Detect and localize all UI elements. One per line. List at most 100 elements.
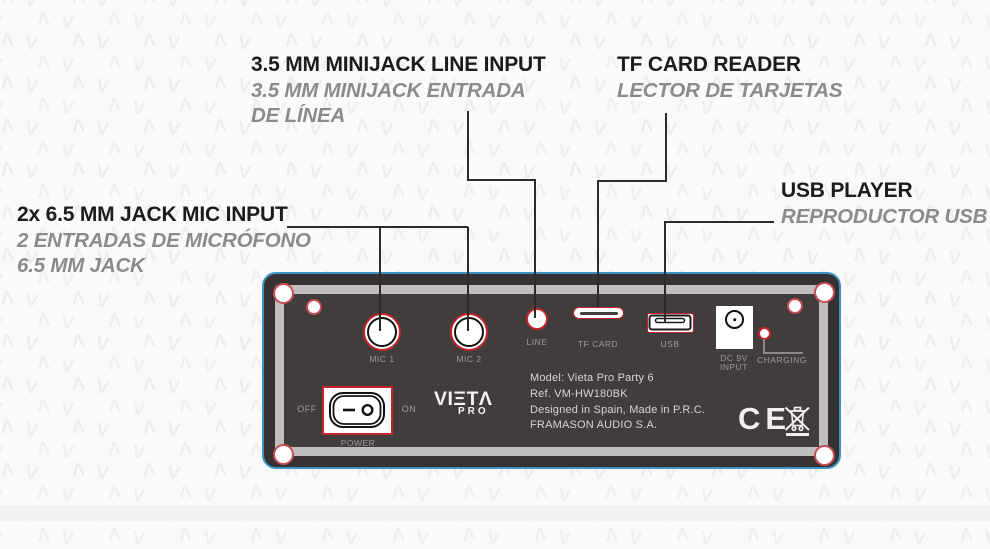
- watermark-glyph: V: [946, 333, 963, 356]
- watermark-glyph: V: [840, 10, 857, 34]
- watermark-glyph: V: [875, 247, 892, 270]
- usb-port: [647, 313, 694, 333]
- watermark-glyph: V: [94, 376, 111, 399]
- watermark-glyph: Λ: [213, 373, 228, 396]
- watermark-glyph: Λ: [0, 72, 15, 95]
- watermark-glyph: Λ: [36, 136, 51, 160]
- mic2-jack: [450, 313, 488, 351]
- mic1-jack: [363, 313, 401, 351]
- watermark-glyph: V: [201, 311, 218, 335]
- watermark-glyph: Λ: [213, 72, 228, 95]
- watermark-glyph: Λ: [107, 351, 122, 375]
- watermark-glyph: Λ: [604, 136, 619, 160]
- watermark-glyph: V: [556, 96, 573, 120]
- watermark-glyph: V: [59, 96, 76, 120]
- usb-port-glyph: [648, 314, 692, 331]
- watermark-glyph: Λ: [142, 29, 157, 52]
- watermark-glyph: V: [23, 75, 40, 98]
- watermark-glyph: Λ: [213, 0, 227, 9]
- usb-label: USB: [660, 339, 680, 349]
- screw-icon: [787, 298, 803, 314]
- ce-mark: CE: [738, 401, 792, 436]
- watermark-glyph: V: [591, 118, 608, 141]
- screw-icon: [272, 443, 294, 465]
- watermark-glyph: Λ: [426, 244, 441, 267]
- watermark-glyph: Λ: [284, 29, 299, 52]
- watermark-glyph: Λ: [107, 480, 122, 504]
- watermark-glyph: V: [414, 225, 431, 249]
- watermark-glyph: Λ: [71, 459, 86, 482]
- vieta-logo-sub: PRO: [458, 406, 489, 417]
- watermark-glyph: Λ: [142, 0, 156, 9]
- watermark-glyph: V: [201, 483, 218, 507]
- watermark-glyph: V: [591, 247, 608, 270]
- watermark-glyph: V: [840, 268, 857, 292]
- watermark-glyph: Λ: [923, 0, 937, 9]
- watermark-glyph: Λ: [568, 0, 582, 9]
- watermark-glyph: Λ: [107, 308, 122, 332]
- watermark-glyph: Λ: [107, 179, 122, 203]
- watermark-glyph: Λ: [604, 523, 619, 547]
- watermark-glyph: V: [130, 139, 147, 163]
- watermark-glyph: Λ: [142, 416, 157, 439]
- watermark-glyph: Λ: [36, 93, 51, 117]
- watermark-glyph: V: [982, 139, 990, 163]
- watermark-glyph: Λ: [852, 0, 866, 9]
- watermark-glyph: V: [698, 182, 715, 206]
- watermark-glyph: V: [59, 10, 76, 34]
- watermark-glyph: Λ: [426, 158, 441, 181]
- callout-line-input: 3.5 MM MINIJACK LINE INPUT 3.5 MM MINIJA…: [251, 52, 546, 129]
- watermark-glyph: V: [23, 161, 40, 184]
- watermark-glyph: Λ: [923, 29, 938, 52]
- watermark-glyph: V: [946, 75, 963, 98]
- watermark-glyph: Λ: [249, 523, 264, 547]
- watermark-glyph: V: [94, 118, 111, 141]
- power-label: POWER: [340, 438, 376, 448]
- watermark-glyph: V: [94, 290, 111, 313]
- line-jack: [526, 308, 548, 330]
- watermark-glyph: Λ: [36, 308, 51, 332]
- watermark-glyph: Λ: [36, 50, 51, 74]
- watermark-glyph: V: [911, 440, 928, 464]
- watermark-glyph: Λ: [710, 29, 725, 52]
- watermark-glyph: Λ: [852, 158, 867, 181]
- callout-subtitle: 6.5 MM JACK: [17, 254, 145, 277]
- vieta-logo-text: VIΞTΛ: [434, 388, 493, 410]
- watermark-glyph: Λ: [249, 7, 264, 31]
- watermark-glyph: V: [520, 32, 537, 55]
- watermark-glyph: Λ: [36, 480, 51, 504]
- watermark-glyph: Λ: [888, 351, 903, 375]
- watermark-glyph: Λ: [320, 480, 335, 504]
- watermark-glyph: V: [343, 182, 360, 206]
- watermark-glyph: V: [804, 118, 821, 141]
- watermark-glyph: V: [130, 397, 147, 421]
- watermark-glyph: Λ: [888, 265, 903, 289]
- watermark-glyph: V: [982, 354, 990, 378]
- watermark-glyph: V: [272, 139, 289, 163]
- watermark-glyph: Λ: [817, 480, 832, 504]
- watermark-glyph: Λ: [391, 7, 406, 31]
- watermark-glyph: V: [840, 483, 857, 507]
- watermark-glyph: Λ: [0, 29, 15, 52]
- watermark-glyph: V: [627, 483, 644, 507]
- tf-card-label: TF CARD: [577, 339, 619, 349]
- model-info-line: Designed in Spain, Made in P.R.C.: [530, 403, 706, 416]
- watermark-glyph: V: [272, 483, 289, 507]
- watermark-glyph: Λ: [639, 115, 654, 138]
- watermark-glyph: V: [414, 526, 431, 549]
- watermark-glyph: Λ: [71, 373, 86, 396]
- watermark-glyph: Λ: [639, 201, 654, 224]
- watermark-glyph: Λ: [817, 7, 832, 31]
- watermark-glyph: Λ: [142, 459, 157, 482]
- watermark-glyph: V: [875, 376, 892, 399]
- watermark-glyph: Λ: [71, 29, 86, 52]
- watermark-glyph: V: [556, 225, 573, 249]
- callout-subtitle: REPRODUCTOR USB: [781, 204, 988, 228]
- watermark-glyph: Λ: [142, 330, 157, 353]
- watermark-glyph: Λ: [888, 136, 903, 160]
- watermark-glyph: Λ: [355, 244, 370, 267]
- screw-icon: [272, 282, 294, 304]
- callout-usb-player: USB PLAYER REPRODUCTOR USB: [781, 178, 987, 229]
- callout-title: 2x 6.5 MM JACK MIC INPUT: [17, 203, 288, 226]
